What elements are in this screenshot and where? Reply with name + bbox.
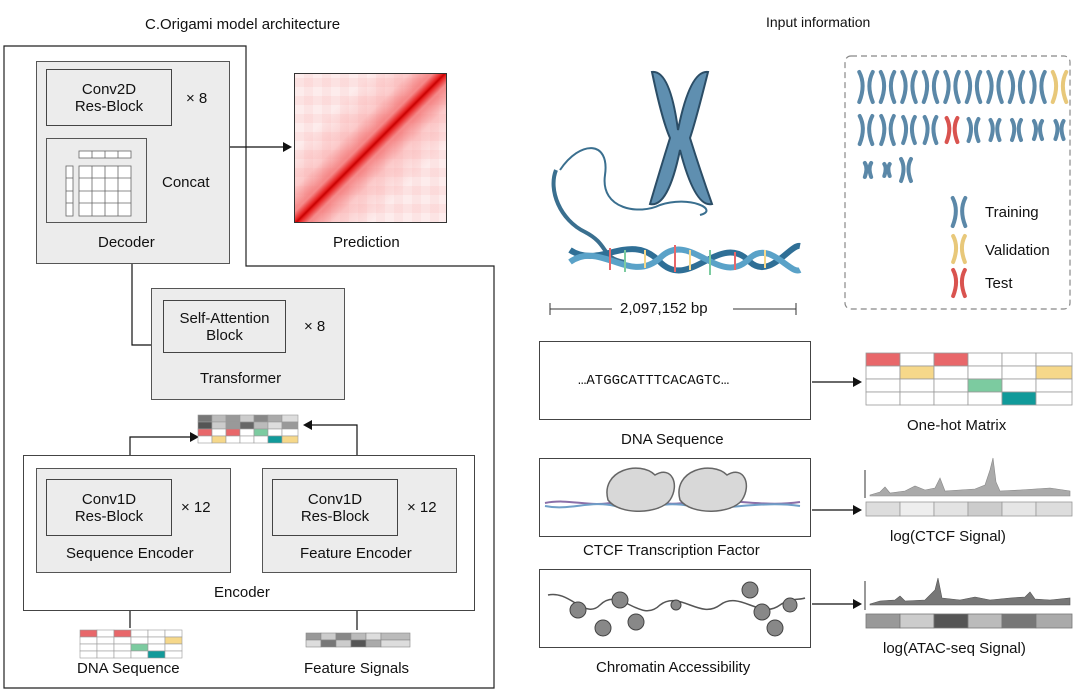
feature-encoder-label: Feature Encoder — [300, 545, 412, 562]
chromosome-training — [862, 161, 874, 179]
feature-signals-label: Feature Signals — [304, 660, 410, 677]
dna-sequence-caption: DNA Sequence — [621, 431, 724, 448]
chromosome-training — [878, 70, 897, 104]
chromosome-training — [901, 115, 917, 145]
legend-test: Test — [985, 275, 1013, 292]
legend-training: Training — [985, 204, 1039, 221]
chromosome-training — [964, 70, 983, 104]
chromosome-training — [882, 162, 892, 178]
chromosome-training — [1029, 70, 1047, 104]
atac-signal-caption: log(ATAC-seq Signal) — [883, 640, 1026, 657]
dna-sequence-panel — [539, 341, 811, 420]
chromosome-training — [1031, 119, 1045, 141]
decoder-conv2d-block: Conv2D Res-Block — [46, 69, 172, 126]
legend-validation-icon — [951, 234, 967, 264]
legend-validation: Validation — [985, 242, 1050, 259]
chromosome-training — [1007, 70, 1026, 104]
chromosome-validation — [1050, 70, 1069, 104]
sequence-encoder-repeat: × 12 — [181, 499, 211, 516]
genome-length-label: 2,097,152 bp — [620, 300, 708, 317]
decoder-label: Decoder — [98, 234, 155, 251]
prediction-label: Prediction — [333, 234, 400, 251]
chromosome-training — [922, 115, 939, 145]
decoder-repeat: × 8 — [186, 90, 208, 107]
feature-conv1d-block: Conv1D Res-Block — [272, 479, 398, 536]
ctcf-caption: CTCF Transcription Factor — [583, 542, 760, 559]
chromosome-training — [921, 70, 940, 104]
chromosome-training — [966, 117, 981, 143]
chromosome-training — [1053, 119, 1066, 141]
sequence-conv1d-block: Conv1D Res-Block — [46, 479, 172, 536]
chromosome-training — [943, 70, 961, 104]
atac-caption: Chromatin Accessibility — [596, 659, 751, 676]
left-title: C.Origami model architecture — [145, 16, 341, 33]
legend-test-icon — [951, 268, 967, 298]
chromosome-training — [986, 70, 1004, 104]
onehot-caption: One-hot Matrix — [907, 417, 1007, 434]
encoder-label: Encoder — [214, 584, 270, 601]
sequence-encoder-label: Sequence Encoder — [66, 545, 194, 562]
chromosome-training — [900, 70, 918, 104]
legend-training-icon — [950, 196, 968, 228]
transformer-repeat: × 8 — [304, 318, 326, 335]
concat-label: Concat — [162, 174, 210, 191]
dna-sequence-text: …ATGGCATTTCACAGTC… — [578, 373, 730, 389]
ctcf-signal-caption: log(CTCF Signal) — [890, 528, 1006, 545]
chromosome-training — [857, 114, 875, 146]
ctcf-panel — [539, 458, 811, 537]
chromosome-training — [899, 157, 913, 183]
right-title: Input information — [766, 14, 871, 30]
chromosome-training — [988, 118, 1002, 142]
chromosome-test — [944, 116, 960, 144]
chromosome-training — [879, 114, 896, 146]
prediction-heatmap — [294, 73, 447, 223]
dna-sequence-label-left: DNA Sequence — [77, 660, 180, 677]
transformer-label: Transformer — [200, 370, 282, 387]
self-attention-block: Self-Attention Block — [163, 300, 286, 353]
chromosome-training — [857, 70, 875, 104]
feature-encoder-repeat: × 12 — [407, 499, 437, 516]
chromosome-training — [1010, 118, 1023, 142]
